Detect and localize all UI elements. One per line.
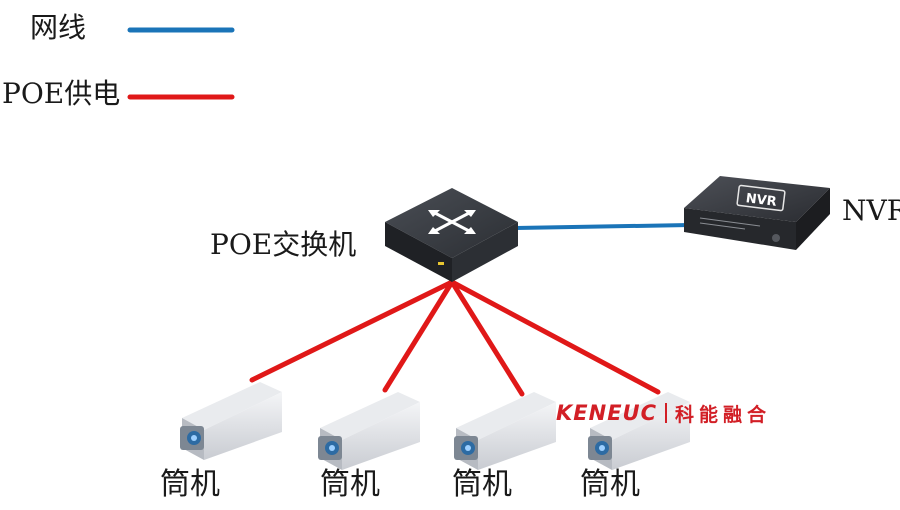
poe-cable-4 xyxy=(449,279,661,395)
camera-3-label: 筒机 xyxy=(452,467,512,502)
poe-cables xyxy=(249,279,661,397)
legend-poe-label: POE供电 xyxy=(2,77,121,110)
brand-separator xyxy=(665,403,668,423)
brand-watermark: KENEUC 科能融合 xyxy=(556,400,771,426)
camera-2-icon xyxy=(318,392,420,470)
camera-3-icon xyxy=(454,392,556,470)
brand-latin-text: KENEUC xyxy=(556,401,658,425)
legend-network-label: 网线 xyxy=(30,11,87,44)
network-cable xyxy=(515,223,691,230)
camera-1-icon xyxy=(180,382,282,460)
camera-2-label: 筒机 xyxy=(320,467,380,502)
poe-cable-2 xyxy=(382,279,455,393)
nvr-device-icon: NVR xyxy=(684,176,830,250)
nvr-badge-text: NVR xyxy=(745,191,778,210)
switch-label: POE交换机 xyxy=(210,228,357,261)
poe-cable-1 xyxy=(249,279,455,383)
brand-chinese-text: 科能融合 xyxy=(675,403,772,426)
camera-1-label: 筒机 xyxy=(160,467,220,502)
poe-cable-3 xyxy=(449,279,525,397)
poe-switch-icon xyxy=(385,188,518,282)
nvr-label: NVR xyxy=(842,194,900,227)
camera-4-icon xyxy=(588,392,690,470)
camera-4-label: 筒机 xyxy=(580,467,640,502)
